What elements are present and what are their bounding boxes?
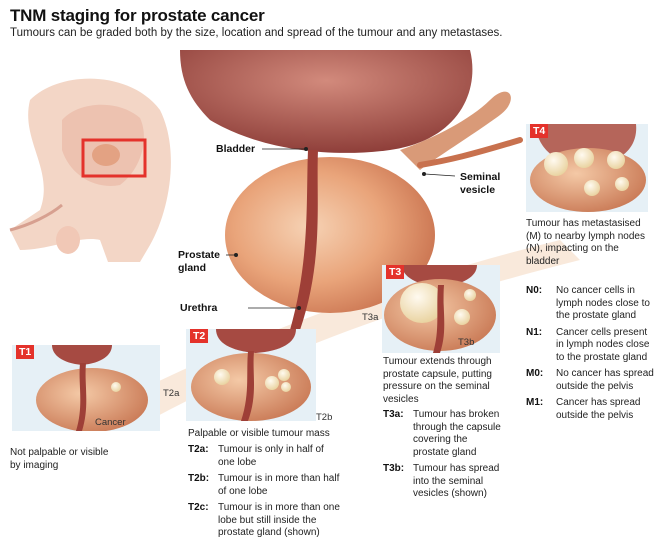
t2-panel bbox=[186, 329, 316, 421]
t3b-definition: T3b:Tumour has spread into the seminal v… bbox=[383, 463, 500, 499]
t4-definitions: N0:No cancer cells in lymph nodes close … bbox=[526, 285, 654, 426]
t2-caption: Palpable or visible tumour mass bbox=[188, 428, 330, 439]
page-subtitle: Tumours can be graded both by the size, … bbox=[10, 27, 503, 39]
t1-badge: T1 bbox=[16, 345, 35, 359]
urethra-shape bbox=[290, 150, 318, 330]
body-outline bbox=[9, 78, 171, 262]
t3-definitions: T3a:Tumour has broken through the capsul… bbox=[383, 409, 505, 505]
seminal-vesicle-label: Seminal vesicle bbox=[460, 171, 501, 196]
t3b-label: T3b bbox=[458, 337, 475, 348]
t3-caption: Tumour extends through prostate capsule,… bbox=[383, 356, 492, 405]
t2-badge: T2 bbox=[190, 329, 209, 343]
t4-panel bbox=[526, 124, 648, 212]
t1-panel bbox=[12, 345, 160, 431]
t3a-label: T3a bbox=[362, 312, 379, 323]
bladder-shape bbox=[180, 50, 473, 153]
t3-panel bbox=[382, 265, 500, 353]
t2a-definition: T2a:Tumour is only in half of one lobe bbox=[188, 444, 324, 468]
t2c-definition: T2c:Tumour is in more than one lobe but … bbox=[188, 502, 340, 538]
t1-caption: Not palpable or visible by imaging bbox=[10, 447, 109, 471]
urethra-label: Urethra bbox=[180, 302, 218, 314]
t4-caption: Tumour has metastasised (M) to nearby ly… bbox=[526, 218, 645, 267]
t3-badge: T3 bbox=[386, 265, 405, 279]
m0-definition: M0:No cancer has spread outside the pelv… bbox=[526, 368, 654, 392]
t3a-definition: T3a:Tumour has broken through the capsul… bbox=[383, 409, 501, 458]
t4-badge: T4 bbox=[530, 124, 549, 138]
bladder-label: Bladder bbox=[216, 143, 256, 155]
prostate-gland-label: Prostate gland bbox=[178, 249, 221, 274]
t2b-label: T2b bbox=[316, 412, 333, 423]
highlight-box bbox=[81, 138, 147, 178]
t2-definitions: T2a:Tumour is only in half of one lobe T… bbox=[188, 444, 343, 544]
t1-tumour bbox=[111, 382, 121, 392]
seminal-vesicle-shape bbox=[400, 91, 511, 170]
n1-definition: N1:Cancer cells present in lymph nodes c… bbox=[526, 326, 650, 363]
n0-definition: N0:No cancer cells in lymph nodes close … bbox=[526, 285, 650, 321]
m1-definition: M1:Cancer has spread outside the pelvis bbox=[526, 397, 641, 421]
t1-cancer-label: Cancer bbox=[95, 417, 126, 428]
page-title: TNM staging for prostate cancer bbox=[10, 6, 265, 25]
t2b-definition: T2b:Tumour is in more than half of one l… bbox=[188, 473, 340, 497]
t2a-label: T2a bbox=[163, 388, 180, 399]
